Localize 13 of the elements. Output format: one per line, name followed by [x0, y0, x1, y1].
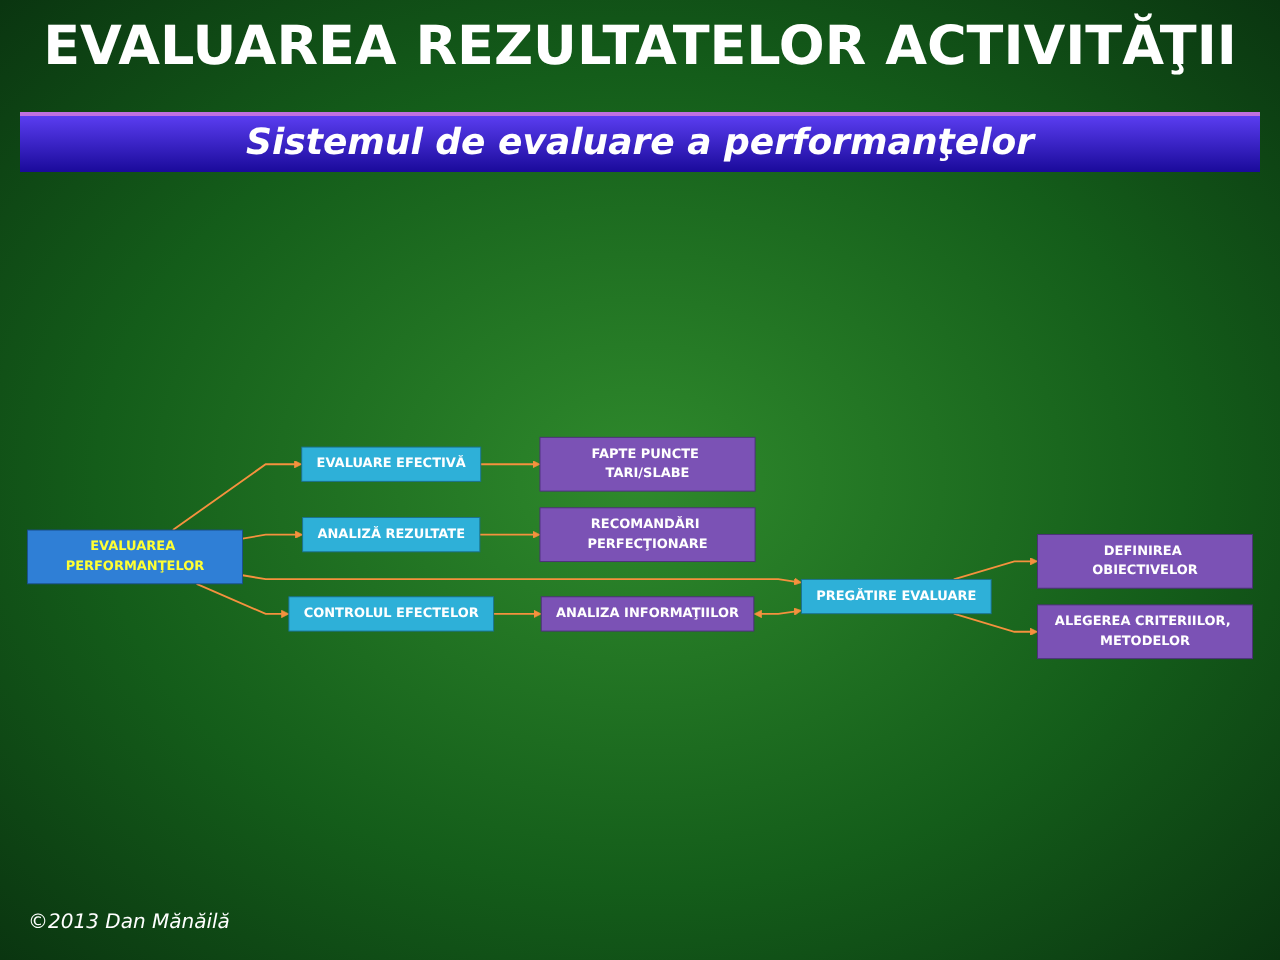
arrow — [171, 460, 303, 531]
title: EVALUAREA REZULTATELOR ACTIVITĂŢII — [41, 16, 1239, 78]
arrow — [241, 530, 303, 540]
arrow — [952, 557, 1038, 581]
arrow — [753, 607, 802, 618]
arrow — [952, 612, 1038, 636]
subtitle-banner: Sistemul de evaluare a performanţelor — [20, 112, 1260, 172]
arrow — [241, 574, 802, 586]
arrow — [478, 530, 541, 539]
arrow — [195, 582, 290, 618]
arrow — [479, 460, 541, 469]
arrow — [492, 609, 542, 618]
copyright-note: ©2013 Dan Mănăilă — [28, 912, 230, 934]
